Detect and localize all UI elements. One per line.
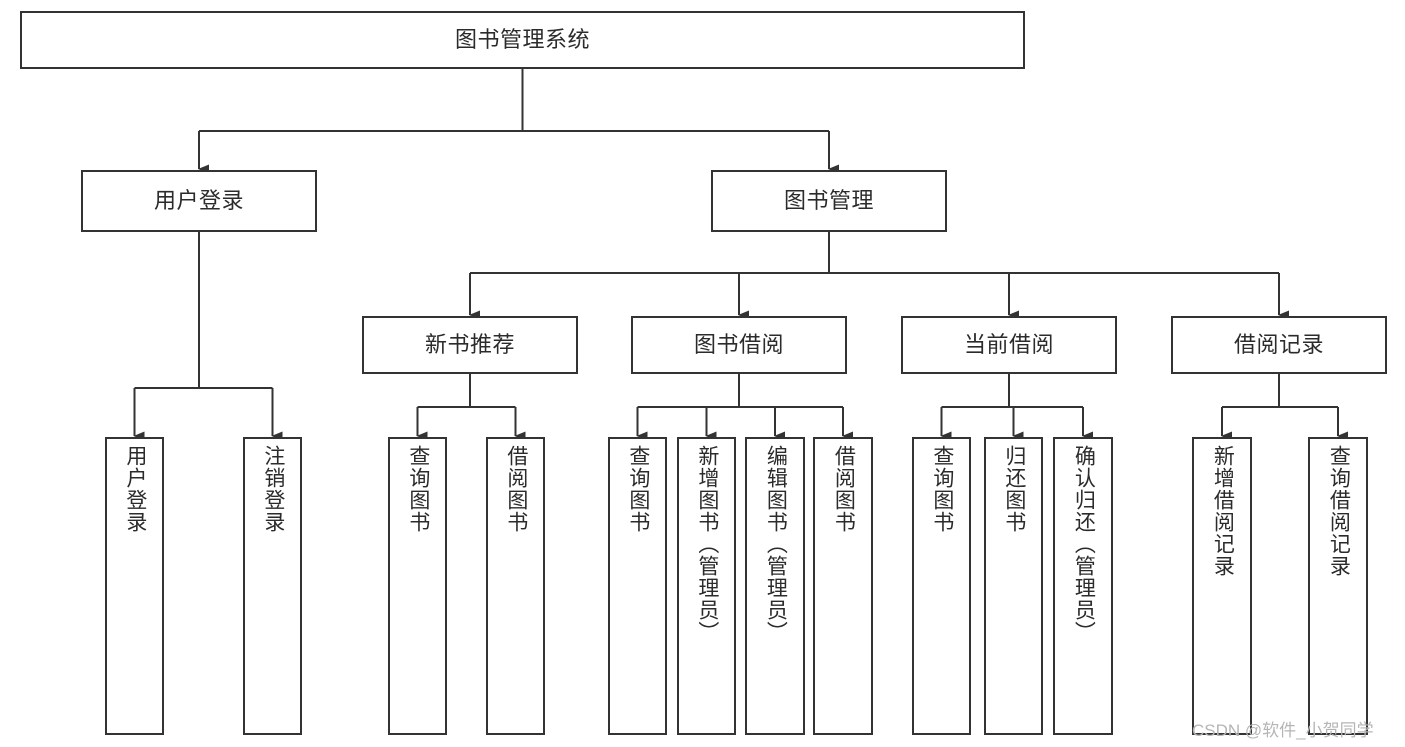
- node-label: 注销登录: [261, 445, 285, 533]
- node-book-borrow[interactable]: 图书借阅: [631, 316, 847, 374]
- node-leaf-query-book-3[interactable]: 查询图书: [912, 437, 971, 735]
- node-label: 查询图书: [626, 445, 650, 533]
- node-new-book-recommend[interactable]: 新书推荐: [362, 316, 578, 374]
- node-leaf-add-book[interactable]: 新增图书（管理员）: [677, 437, 736, 735]
- node-label: 新增图书（管理员）: [695, 445, 719, 643]
- node-label: 借阅记录: [1233, 332, 1324, 358]
- node-label: 当前借阅: [963, 332, 1054, 358]
- node-label: 确认归还（管理员）: [1072, 445, 1096, 643]
- node-leaf-borrow-book-1[interactable]: 借阅图书: [486, 437, 545, 735]
- node-label: 借阅图书: [504, 445, 528, 533]
- node-leaf-query-record[interactable]: 查询借阅记录: [1308, 437, 1368, 735]
- node-user-login[interactable]: 用户登录: [81, 170, 317, 232]
- node-borrow-record[interactable]: 借阅记录: [1171, 316, 1387, 374]
- node-label: 归还图书: [1002, 445, 1026, 533]
- node-leaf-edit-book[interactable]: 编辑图书（管理员）: [745, 437, 805, 735]
- node-label: 新书推荐: [424, 332, 515, 358]
- node-label: 借阅图书: [832, 445, 856, 533]
- node-label: 新增借阅记录: [1211, 445, 1235, 577]
- node-label: 查询图书: [406, 445, 430, 533]
- node-leaf-query-book-1[interactable]: 查询图书: [388, 437, 447, 735]
- node-label: 用户登录: [153, 188, 244, 214]
- node-root[interactable]: 图书管理系统: [20, 11, 1025, 69]
- node-label: 图书借阅: [693, 332, 784, 358]
- watermark-text: CSDN @软件_小贺同学: [1192, 721, 1374, 740]
- node-label: 查询借阅记录: [1327, 445, 1351, 577]
- node-leaf-add-record[interactable]: 新增借阅记录: [1192, 437, 1252, 735]
- node-leaf-logout[interactable]: 注销登录: [243, 437, 302, 735]
- node-leaf-query-book-2[interactable]: 查询图书: [608, 437, 667, 735]
- node-leaf-user-login[interactable]: 用户登录: [105, 437, 164, 735]
- node-label: 查询图书: [930, 445, 954, 533]
- node-leaf-confirm-return[interactable]: 确认归还（管理员）: [1053, 437, 1113, 735]
- node-book-manage[interactable]: 图书管理: [711, 170, 947, 232]
- node-label: 图书管理: [783, 188, 874, 214]
- node-label: 编辑图书（管理员）: [764, 445, 788, 643]
- node-current-borrow[interactable]: 当前借阅: [901, 316, 1117, 374]
- node-label: 用户登录: [123, 445, 147, 533]
- node-label: 图书管理系统: [454, 27, 590, 53]
- node-leaf-return-book[interactable]: 归还图书: [984, 437, 1043, 735]
- node-leaf-borrow-book-2[interactable]: 借阅图书: [813, 437, 873, 735]
